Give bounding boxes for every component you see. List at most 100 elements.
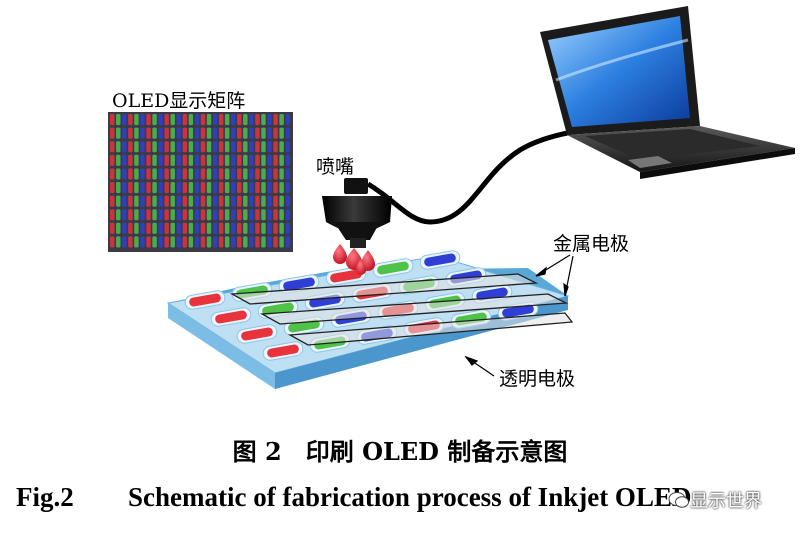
matrix-subpixel (170, 168, 175, 180)
matrix-subpixel (249, 236, 254, 248)
matrix-subpixel (200, 168, 206, 180)
matrix-subpixel (279, 209, 284, 221)
matrix-subpixel (152, 168, 157, 180)
matrix-subpixel (231, 127, 236, 139)
matrix-subpixel (224, 236, 230, 248)
matrix-subpixel (110, 141, 115, 153)
matrix-subpixel (243, 114, 248, 126)
matrix-subpixel (134, 222, 139, 234)
matrix-subpixel (237, 209, 242, 221)
matrix-subpixel (182, 154, 188, 166)
laptop-icon (540, 6, 795, 179)
matrix-subpixel (218, 168, 224, 180)
matrix-subpixel (224, 168, 230, 180)
matrix-subpixel (194, 195, 200, 207)
matrix-subpixel (255, 114, 260, 126)
matrix-subpixel (110, 236, 115, 248)
matrix-subpixel (224, 127, 230, 139)
matrix-subpixel (279, 222, 284, 234)
matrix-subpixel (128, 209, 133, 221)
matrix-subpixel (224, 141, 230, 153)
matrix-subpixel (164, 195, 169, 207)
matrix-subpixel (285, 141, 290, 153)
matrix-subpixel (255, 182, 260, 194)
matrix-subpixel (176, 236, 181, 248)
matrix-subpixel (206, 182, 212, 194)
matrix-subpixel (188, 182, 194, 194)
matrix-subpixel (128, 182, 133, 194)
matrix-subpixel (146, 168, 151, 180)
matrix-subpixel (218, 195, 224, 207)
matrix-subpixel (218, 141, 224, 153)
matrix-subpixel (122, 154, 127, 166)
matrix-subpixel (206, 141, 212, 153)
matrix-subpixel (285, 222, 290, 234)
matrix-subpixel (267, 154, 272, 166)
matrix-subpixel (255, 168, 260, 180)
matrix-subpixel (231, 222, 236, 234)
matrix-subpixel (212, 127, 218, 139)
matrix-subpixel (206, 154, 212, 166)
matrix-subpixel (152, 141, 157, 153)
matrix-subpixel (122, 141, 127, 153)
matrix-subpixel (200, 141, 206, 153)
matrix-subpixel (194, 222, 200, 234)
matrix-subpixel (224, 209, 230, 221)
callout-lines (464, 254, 574, 377)
matrix-subpixel (237, 141, 242, 153)
matrix-subpixel (188, 114, 194, 126)
matrix-subpixel (231, 182, 236, 194)
matrix-subpixel (206, 195, 212, 207)
matrix-subpixel (267, 141, 272, 153)
matrix-subpixel (134, 209, 139, 221)
matrix-subpixel (182, 141, 188, 153)
matrix-subpixel (122, 222, 127, 234)
matrix-subpixel (176, 168, 181, 180)
matrix-subpixel (116, 141, 121, 153)
matrix-subpixel (267, 127, 272, 139)
matrix-subpixel (243, 127, 248, 139)
matrix-subpixel (128, 195, 133, 207)
matrix-subpixel (255, 141, 260, 153)
matrix-subpixel (237, 127, 242, 139)
matrix-subpixel (194, 127, 200, 139)
matrix-subpixel (134, 127, 139, 139)
matrix-subpixel (261, 209, 266, 221)
matrix-subpixel (188, 154, 194, 166)
matrix-subpixel (140, 127, 145, 139)
matrix-subpixel (212, 195, 218, 207)
matrix-subpixel (279, 195, 284, 207)
matrix-subpixel (164, 236, 169, 248)
caption-chinese: 图 2 印刷 OLED 制备示意图 (232, 437, 568, 466)
matrix-subpixel (249, 195, 254, 207)
matrix-subpixel (110, 222, 115, 234)
matrix-subpixel (170, 195, 175, 207)
matrix-subpixel (249, 209, 254, 221)
matrix-subpixel (224, 182, 230, 194)
matrix-subpixel (194, 236, 200, 248)
matrix-subpixel (170, 182, 175, 194)
matrix-subpixel (206, 209, 212, 221)
matrix-subpixel (140, 222, 145, 234)
matrix-subpixel (249, 182, 254, 194)
matrix-subpixel (146, 209, 151, 221)
matrix-subpixel (182, 236, 188, 248)
matrix-subpixel (218, 222, 224, 234)
matrix-subpixel (243, 209, 248, 221)
matrix-subpixel (273, 222, 278, 234)
matrix-subpixel (267, 182, 272, 194)
matrix-subpixel (261, 114, 266, 126)
matrix-subpixel (146, 127, 151, 139)
matrix-subpixel (261, 182, 266, 194)
matrix-subpixel (164, 168, 169, 180)
pixel-well (325, 266, 367, 286)
matrix-subpixel (158, 209, 163, 221)
matrix-subpixel (152, 209, 157, 221)
matrix-subpixel (146, 222, 151, 234)
matrix-subpixel (140, 182, 145, 194)
pixel-well (262, 341, 304, 361)
matrix-subpixel (243, 195, 248, 207)
matrix-subpixel (279, 168, 284, 180)
matrix-subpixel (237, 222, 242, 234)
